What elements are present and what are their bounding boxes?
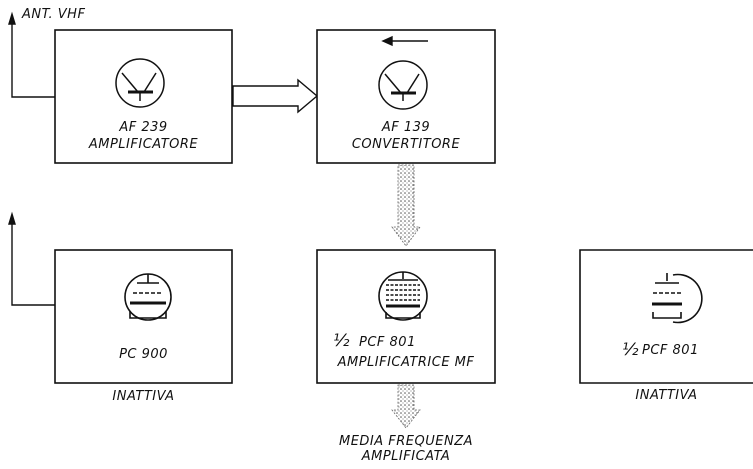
triode-tube-icon xyxy=(124,273,172,321)
pc900-tube-label: PC 900 xyxy=(119,347,168,362)
pcf801-half-block xyxy=(579,249,753,384)
converter-block xyxy=(316,29,496,164)
converter-tube-label: AF 139 xyxy=(381,120,431,135)
feed-line-bottom xyxy=(8,211,55,306)
amplifier-block xyxy=(54,29,233,164)
pcf801-half-status-label: INATTIVA xyxy=(635,388,698,403)
signal-arrow-down-1 xyxy=(391,164,421,247)
antenna-feed-top xyxy=(8,11,55,98)
output-label-line2: AMPLIFICATA xyxy=(361,449,451,464)
pentode-tube-icon xyxy=(378,271,428,321)
arrow-left-icon xyxy=(381,35,428,47)
antenna-label: ANT. VHF xyxy=(22,7,86,22)
pcf801-half-fraction-label: ½ xyxy=(622,340,639,360)
transistor-symbol-icon xyxy=(378,60,428,110)
signal-arrow-right xyxy=(232,78,319,114)
mf-tube-label: PCF 801 xyxy=(359,335,416,350)
signal-arrow-down-2 xyxy=(391,384,421,429)
transistor-symbol-icon xyxy=(115,58,165,108)
mf-amplifier-block xyxy=(316,249,496,384)
pcf801-half-tube-label: PCF 801 xyxy=(642,343,699,358)
amplifier-role-label: AMPLIFICATORE xyxy=(88,137,199,152)
output-label-line1: MEDIA FREQUENZA xyxy=(338,434,473,449)
mf-role-label: AMPLIFICATRICE MF xyxy=(337,355,475,370)
pc900-block xyxy=(54,249,233,384)
amplifier-tube-label: AF 239 xyxy=(119,120,168,135)
converter-role-label: CONVERTITORE xyxy=(351,137,461,152)
mf-fraction-label: ½ xyxy=(333,331,350,351)
pc900-status-label: INATTIVA xyxy=(112,389,175,404)
triode-tube-icon xyxy=(652,273,703,324)
